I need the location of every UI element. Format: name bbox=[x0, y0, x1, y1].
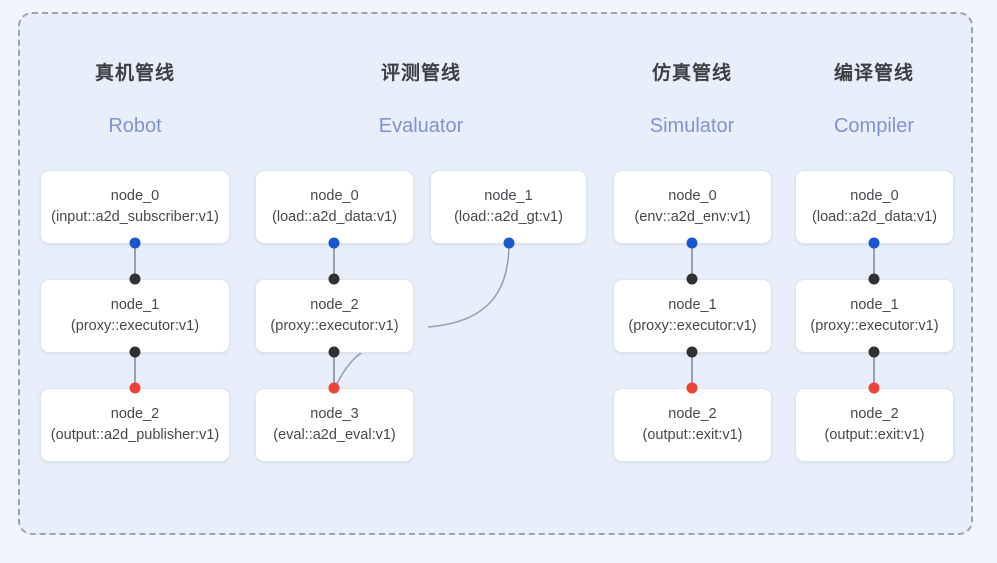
edge-compiler-n1-n2 bbox=[873, 352, 875, 388]
edge-evaluator-n0-n2 bbox=[333, 243, 335, 279]
edge-simulator-n0-n1 bbox=[691, 243, 693, 279]
column-title-cn-robot: 真机管线 bbox=[94, 63, 175, 84]
node-simulator-0[interactable]: node_0 (env::a2d_env:v1) bbox=[613, 170, 772, 244]
node-robot-2[interactable]: node_2 (output::a2d_publisher:v1) bbox=[40, 388, 230, 462]
edge-robot-n0-n1 bbox=[134, 243, 136, 279]
node-type: (load::a2d_gt:v1) bbox=[454, 209, 563, 225]
node-type: (proxy::executor:v1) bbox=[810, 318, 939, 334]
node-evaluator-0[interactable]: node_0 (load::a2d_data:v1) bbox=[255, 170, 414, 244]
edge-evaluator-n2-n3 bbox=[333, 352, 335, 388]
column-header-evaluator: 评测管线 Evaluator bbox=[311, 62, 531, 138]
node-compiler-2[interactable]: node_2 (output::exit:v1) bbox=[795, 388, 954, 462]
node-id: node_0 bbox=[668, 188, 717, 204]
node-type: (output::a2d_publisher:v1) bbox=[50, 427, 220, 443]
port-output-simulator-1[interactable] bbox=[686, 346, 698, 358]
node-simulator-1[interactable]: node_1 (proxy::executor:v1) bbox=[613, 279, 772, 353]
node-compiler-0[interactable]: node_0 (load::a2d_data:v1) bbox=[795, 170, 954, 244]
node-evaluator-3[interactable]: node_3 (eval::a2d_eval:v1) bbox=[255, 388, 414, 462]
node-robot-0[interactable]: node_0 (input::a2d_subscriber:v1) bbox=[40, 170, 230, 244]
node-type: (load::a2d_data:v1) bbox=[272, 209, 397, 225]
node-evaluator-1[interactable]: node_1 (load::a2d_gt:v1) bbox=[430, 170, 587, 244]
port-input-compiler-1[interactable] bbox=[868, 273, 880, 285]
node-type: (proxy::executor:v1) bbox=[628, 318, 757, 334]
port-input-robot-2[interactable] bbox=[129, 382, 141, 394]
node-id: node_3 bbox=[310, 406, 359, 422]
node-id: node_2 bbox=[310, 297, 359, 313]
column-header-robot: 真机管线 Robot bbox=[25, 62, 245, 138]
port-output-simulator-0[interactable] bbox=[686, 237, 698, 249]
port-output-robot-1[interactable] bbox=[129, 346, 141, 358]
node-id: node_0 bbox=[850, 188, 899, 204]
node-id: node_2 bbox=[850, 406, 899, 422]
port-output-evaluator-2[interactable] bbox=[328, 346, 340, 358]
node-type: (eval::a2d_eval:v1) bbox=[273, 427, 396, 443]
port-output-compiler-0[interactable] bbox=[868, 237, 880, 249]
edge-simulator-n1-n2 bbox=[691, 352, 693, 388]
port-output-evaluator-1[interactable] bbox=[503, 237, 515, 249]
edge-robot-n1-n2 bbox=[134, 352, 136, 388]
node-id: node_1 bbox=[668, 297, 717, 313]
port-input-compiler-2[interactable] bbox=[868, 382, 880, 394]
node-simulator-2[interactable]: node_2 (output::exit:v1) bbox=[613, 388, 772, 462]
port-output-compiler-1[interactable] bbox=[868, 346, 880, 358]
port-input-evaluator-2[interactable] bbox=[328, 273, 340, 285]
node-type: (proxy::executor:v1) bbox=[270, 318, 399, 334]
node-type: (output::exit:v1) bbox=[642, 427, 743, 443]
column-title-en-evaluator: Evaluator bbox=[378, 115, 464, 137]
column-title-en-robot: Robot bbox=[108, 115, 162, 137]
node-id: node_0 bbox=[110, 188, 160, 204]
port-output-robot-0[interactable] bbox=[129, 237, 141, 249]
node-id: node_1 bbox=[850, 297, 899, 313]
column-header-compiler: 编译管线 Compiler bbox=[764, 62, 984, 138]
node-id: node_1 bbox=[484, 188, 533, 204]
column-title-en-compiler: Compiler bbox=[833, 115, 915, 137]
node-type: (env::a2d_env:v1) bbox=[634, 209, 751, 225]
port-output-evaluator-0[interactable] bbox=[328, 237, 340, 249]
port-input-simulator-2[interactable] bbox=[686, 382, 698, 394]
node-robot-1[interactable]: node_1 (proxy::executor:v1) bbox=[40, 279, 230, 353]
port-input-simulator-1[interactable] bbox=[686, 273, 698, 285]
column-title-cn-evaluator: 评测管线 bbox=[380, 63, 461, 84]
node-type: (output::exit:v1) bbox=[824, 427, 925, 443]
column-title-cn-simulator: 仿真管线 bbox=[651, 63, 732, 84]
column-title-cn-compiler: 编译管线 bbox=[833, 63, 914, 84]
node-type: (proxy::executor:v1) bbox=[70, 318, 200, 334]
edge-compiler-n0-n1 bbox=[873, 243, 875, 279]
port-input-evaluator-3[interactable] bbox=[328, 382, 340, 394]
column-title-en-simulator: Simulator bbox=[649, 115, 735, 137]
node-compiler-1[interactable]: node_1 (proxy::executor:v1) bbox=[795, 279, 954, 353]
node-id: node_0 bbox=[310, 188, 359, 204]
node-id: node_1 bbox=[110, 297, 160, 313]
node-type: (input::a2d_subscriber:v1) bbox=[51, 209, 219, 225]
node-type: (load::a2d_data:v1) bbox=[812, 209, 937, 225]
node-id: node_2 bbox=[668, 406, 717, 422]
column-header-simulator: 仿真管线 Simulator bbox=[582, 62, 802, 138]
node-id: node_2 bbox=[110, 406, 160, 422]
port-input-robot-1[interactable] bbox=[129, 273, 141, 285]
node-evaluator-2[interactable]: node_2 (proxy::executor:v1) bbox=[255, 279, 414, 353]
